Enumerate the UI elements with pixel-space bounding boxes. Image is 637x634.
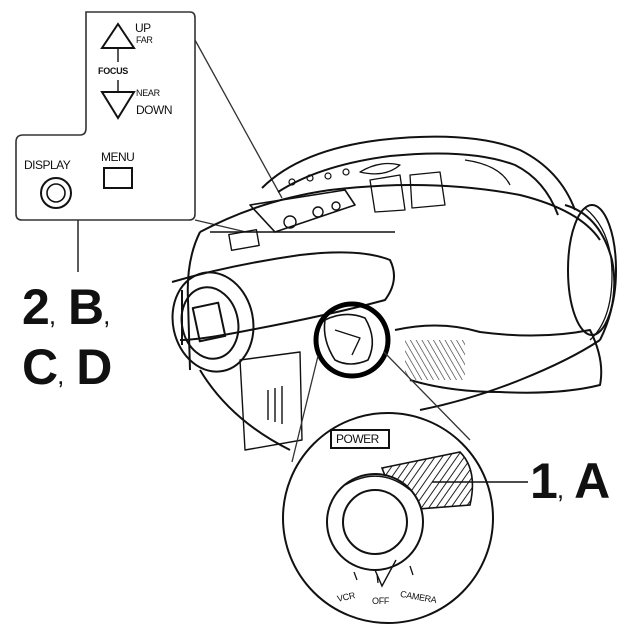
power-label-box — [330, 429, 390, 449]
focus-near-label: NEAR — [136, 88, 160, 98]
callout-step-a: A — [574, 453, 610, 509]
callout-c-d: C, D — [22, 338, 112, 396]
menu-label: MENU — [101, 150, 135, 164]
callout-step-b: B — [67, 279, 104, 335]
callout-comma: , — [103, 300, 110, 330]
focus-up-triangle-icon — [100, 22, 136, 49]
callout-step-2: 2 — [22, 279, 50, 335]
callout-1-a: 1, A — [530, 452, 610, 510]
display-button-outer — [40, 177, 72, 209]
focus-panel-box — [15, 11, 196, 221]
power-label: POWER — [336, 432, 379, 446]
dial-off-label: OFF — [372, 596, 390, 606]
power-dial-knob — [342, 489, 408, 555]
focus-far-label: FAR — [136, 35, 153, 45]
callout-comma: , — [57, 360, 64, 390]
callout-step-d: D — [76, 339, 112, 395]
callout-2-b: 2, B, — [22, 278, 110, 336]
menu-button — [103, 167, 133, 189]
callout-comma: , — [48, 300, 56, 330]
focus-down-triangle-icon — [100, 91, 136, 120]
focus-down-label: DOWN — [136, 103, 173, 117]
callout-comma: , — [556, 474, 564, 504]
power-switch-highlight — [313, 301, 391, 379]
focus-up-label: UP — [135, 21, 151, 35]
display-label: DISPLAY — [24, 158, 71, 172]
callout-step-1: 1 — [530, 453, 558, 509]
callout-step-c: C — [22, 339, 58, 395]
display-button-inner — [46, 183, 66, 203]
camcorder-body — [171, 135, 617, 451]
focus-label: FOCUS — [98, 66, 129, 76]
